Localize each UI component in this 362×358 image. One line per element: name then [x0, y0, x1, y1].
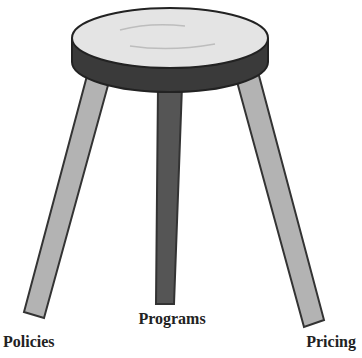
middle-leg	[156, 86, 182, 304]
leg-label: Policies	[3, 333, 55, 351]
leg-label: Programs	[138, 310, 205, 328]
right-leg	[236, 72, 324, 327]
left-leg	[24, 72, 110, 318]
seat-shading	[120, 25, 215, 49]
leg-label: Pricing	[306, 333, 356, 351]
seat-top	[72, 8, 268, 68]
